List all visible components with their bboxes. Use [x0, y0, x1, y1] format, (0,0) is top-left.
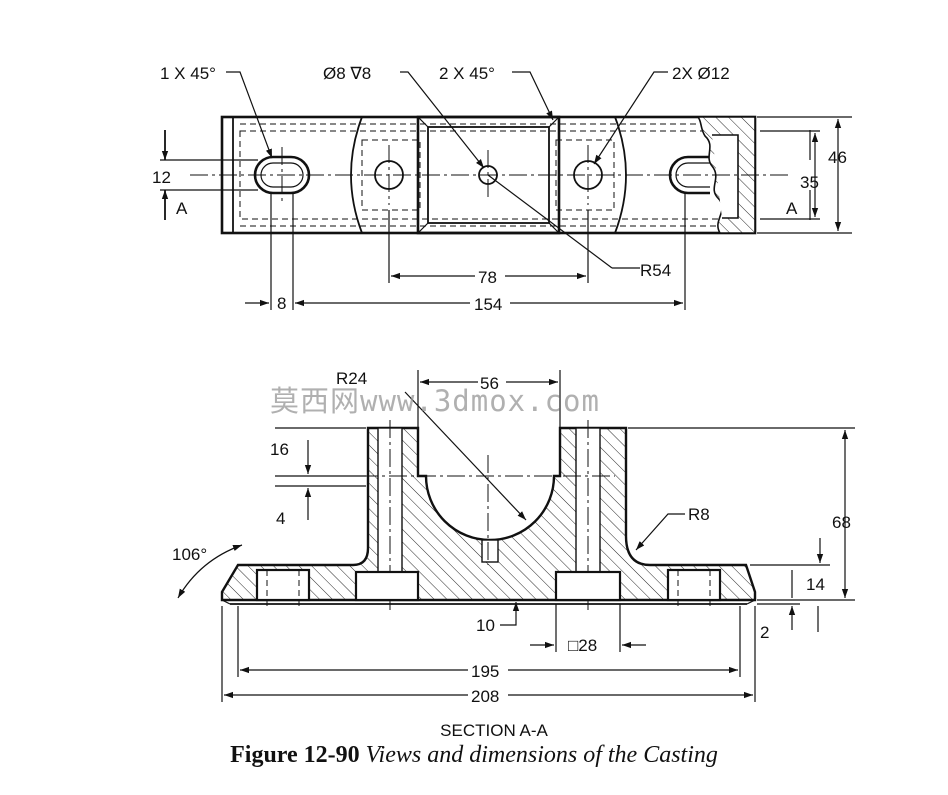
dim-r8: R8 [688, 505, 710, 524]
chamfer-left-note: 1 X 45° [160, 64, 216, 83]
section-label: SECTION A-A [440, 721, 548, 740]
dim-8: 8 [277, 294, 286, 313]
hole-depth-note: Ø8 ∇8 [323, 64, 371, 83]
dim-208: 208 [471, 687, 499, 706]
dim-68: 68 [832, 513, 851, 532]
section-view: R24 56 16 4 68 R8 106° 14 2 [172, 369, 855, 706]
dim-12: 12 [152, 168, 171, 187]
dim-sq28: □28 [568, 636, 597, 655]
dim-154: 154 [474, 295, 502, 314]
top-view: A A 12 46 35 78 R54 8 154 [152, 64, 852, 314]
figure-number: Figure 12-90 [230, 742, 360, 768]
section-arrow-right: A [786, 199, 798, 218]
dim-10: 10 [476, 616, 495, 635]
figure-caption: Figure 12-90 Views and dimensions of the… [0, 742, 948, 769]
watermark-text: 莫西网www.3dmox.com [270, 384, 600, 418]
section-body [220, 426, 757, 602]
dim-56: 56 [480, 374, 499, 393]
dim-r24: R24 [336, 369, 367, 388]
dim-r54: R54 [640, 261, 671, 280]
dim-16: 16 [270, 440, 289, 459]
dim-35: 35 [800, 173, 819, 192]
chamfer-mid-note: 2 X 45° [439, 64, 495, 83]
section-arrow-left: A [176, 199, 188, 218]
dim-angle: 106° [172, 545, 207, 564]
figure-title: Views and dimensions of the Casting [365, 742, 718, 768]
dim-78: 78 [478, 268, 497, 287]
dim-46: 46 [828, 148, 847, 167]
dim-4: 4 [276, 509, 285, 528]
dim-195: 195 [471, 662, 499, 681]
holes-dia-note: 2X Ø12 [672, 64, 730, 83]
dim-2: 2 [760, 623, 769, 642]
dim-14: 14 [806, 575, 825, 594]
